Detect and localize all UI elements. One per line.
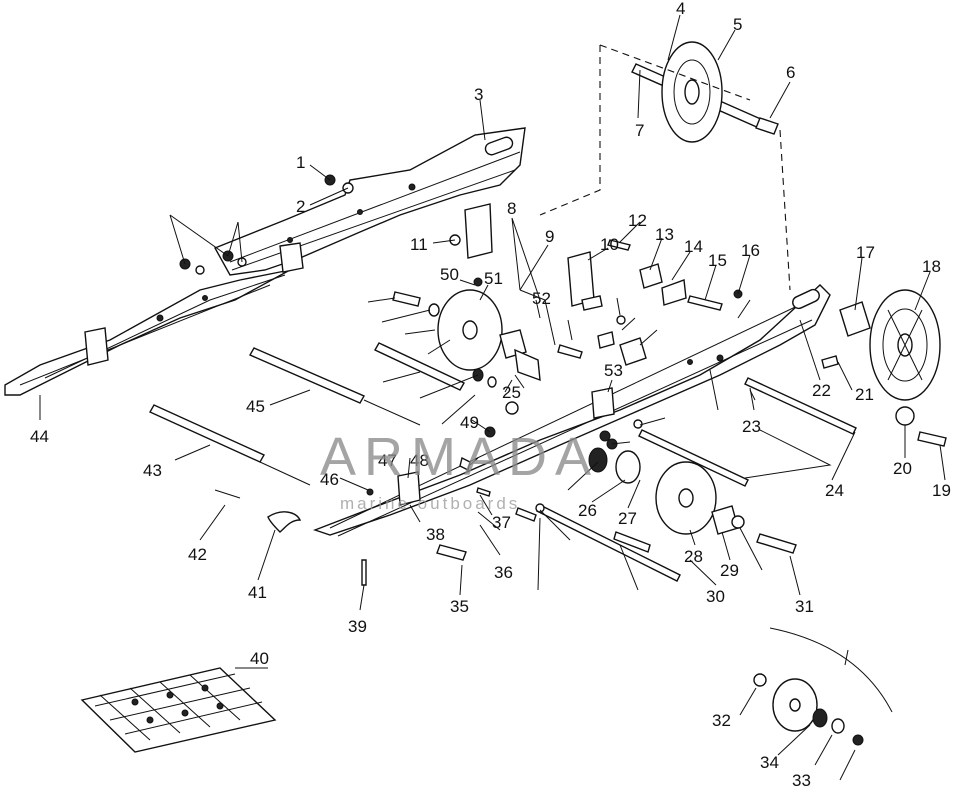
callout-12: 12	[628, 211, 647, 230]
rail-lower	[312, 284, 831, 537]
callout-46: 46	[320, 470, 339, 489]
callout-47: 47	[378, 451, 397, 470]
rail-middle	[4, 242, 304, 396]
callout-6: 6	[786, 63, 795, 82]
callout-10: 10	[600, 235, 619, 254]
callout-53: 53	[604, 361, 623, 380]
callout-18: 18	[922, 257, 941, 276]
track-clip-panel	[80, 667, 277, 753]
callout-44: 44	[30, 427, 49, 446]
callout-labels: 1 2 3 4 5 6 7 8 9 10 11 12 13 14 15 16 1…	[30, 0, 951, 790]
callout-1: 1	[296, 153, 305, 172]
callout-19: 19	[932, 481, 951, 500]
callout-3: 3	[474, 85, 483, 104]
callout-29: 29	[720, 561, 739, 580]
callout-4: 4	[676, 0, 685, 18]
callout-51: 51	[484, 269, 503, 288]
callout-8: 8	[507, 199, 516, 218]
callout-21: 21	[855, 385, 874, 404]
callout-16: 16	[741, 241, 760, 260]
hardware	[169, 174, 643, 586]
rear-axle-assembly	[539, 41, 791, 291]
callout-24: 24	[825, 481, 844, 500]
callout-49: 49	[460, 413, 479, 432]
callout-13: 13	[655, 225, 674, 244]
idler-wheel-left	[392, 277, 527, 371]
idler-wheel-center	[588, 447, 797, 554]
callout-27: 27	[618, 509, 637, 528]
callout-48: 48	[410, 451, 429, 470]
callout-20: 20	[893, 459, 912, 478]
callout-39: 39	[348, 617, 367, 636]
callout-36: 36	[494, 563, 513, 582]
leader-lines	[39, 14, 946, 781]
callout-33: 33	[792, 771, 811, 790]
callout-34: 34	[760, 753, 779, 772]
wheel-detail	[753, 627, 893, 746]
idler-wheel-right	[821, 289, 947, 447]
callout-15: 15	[708, 251, 727, 270]
cross-shafts	[149, 342, 465, 486]
callout-9: 9	[545, 227, 554, 246]
callout-14: 14	[684, 237, 703, 256]
callout-41: 41	[248, 583, 267, 602]
callout-7: 7	[635, 121, 644, 140]
callout-35: 35	[450, 597, 469, 616]
callout-38: 38	[426, 525, 445, 544]
callout-2: 2	[296, 197, 305, 216]
long-bolts	[536, 377, 857, 582]
callout-40: 40	[250, 649, 269, 668]
callout-22: 22	[812, 381, 831, 400]
callout-32: 32	[712, 711, 731, 730]
callout-26: 26	[578, 501, 597, 520]
callout-11: 11	[410, 235, 428, 254]
callout-30: 30	[706, 587, 725, 606]
callout-50: 50	[440, 265, 459, 284]
callout-52: 52	[532, 289, 551, 308]
callout-25: 25	[502, 383, 521, 402]
callout-31: 31	[795, 597, 814, 616]
callout-42: 42	[188, 545, 207, 564]
callout-23: 23	[742, 417, 761, 436]
callout-5: 5	[733, 15, 742, 34]
callout-17: 17	[856, 243, 875, 262]
callout-45: 45	[246, 397, 265, 416]
callout-28: 28	[684, 547, 703, 566]
callout-37: 37	[492, 513, 511, 532]
callout-43: 43	[143, 461, 162, 480]
